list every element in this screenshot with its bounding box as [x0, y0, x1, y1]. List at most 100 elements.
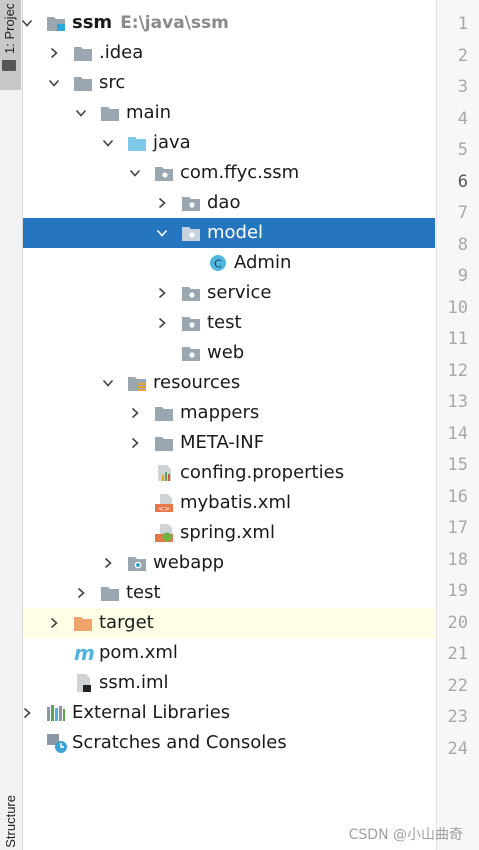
tree-row-label: java	[153, 132, 191, 153]
chevron-down-icon[interactable]	[74, 98, 88, 128]
chevron-down-icon[interactable]	[20, 8, 34, 38]
tree-row[interactable]: ssm.iml	[23, 668, 435, 698]
tree-row[interactable]: webapp	[23, 548, 435, 578]
line-number: 2	[457, 45, 468, 66]
tree-row[interactable]: META-INF	[23, 428, 435, 458]
folder-icon	[154, 404, 174, 422]
chevron-down-icon[interactable]	[47, 68, 61, 98]
line-number: 12	[447, 360, 468, 381]
tree-row-label: src	[99, 72, 126, 93]
tree-row[interactable]: test	[23, 308, 435, 338]
structure-tab-label: Structure	[3, 795, 18, 848]
chevron-right-icon[interactable]	[155, 278, 169, 308]
source-folder-icon	[127, 134, 147, 152]
svg-text:<>: <>	[158, 505, 170, 512]
folder-icon	[100, 104, 120, 122]
tree-row[interactable]: com.ffyc.ssm	[23, 158, 435, 188]
excluded-folder-icon	[73, 614, 93, 632]
tree-row-label: test	[207, 312, 242, 333]
line-number: 9	[457, 266, 468, 286]
tree-row-label: com.ffyc.ssm	[180, 162, 300, 183]
libraries-icon	[46, 704, 66, 722]
line-number: 4	[457, 108, 468, 129]
chevron-right-icon[interactable]	[47, 38, 61, 68]
project-tab-label: 1: Project	[2, 4, 17, 54]
tree-row-label: confing.properties	[180, 462, 345, 483]
tree-row-label: pom.xml	[99, 642, 178, 663]
chevron-down-icon[interactable]	[101, 128, 115, 158]
tree-row[interactable]: model	[23, 218, 435, 248]
package-icon	[181, 224, 201, 242]
tree-row[interactable]: mappers	[23, 398, 435, 428]
line-number: 13	[447, 392, 468, 412]
line-number: 11	[447, 329, 468, 349]
tree-row[interactable]: src	[23, 68, 435, 98]
chevron-right-icon[interactable]	[155, 188, 169, 218]
web-folder-icon	[127, 554, 147, 572]
tree-row[interactable]: dao	[23, 188, 435, 218]
line-number: 7	[457, 203, 468, 223]
line-number: 14	[447, 423, 468, 444]
tree-row[interactable]: service	[23, 278, 435, 308]
tree-row-label: META-INF	[180, 432, 265, 453]
tree-row[interactable]: confing.properties	[23, 458, 435, 488]
line-number: 19	[447, 581, 468, 601]
tree-row-label: mybatis.xml	[180, 492, 291, 513]
chevron-right-icon[interactable]	[128, 398, 142, 428]
tree-row-label: External Libraries	[72, 702, 231, 723]
structure-tool-tab[interactable]: Structure	[0, 795, 21, 850]
chevron-down-icon[interactable]	[101, 368, 115, 398]
project-folder-icon	[2, 60, 16, 71]
line-number: 5	[457, 140, 468, 160]
tree-row-label: spring.xml	[180, 522, 275, 543]
line-number: 22	[447, 675, 468, 696]
chevron-down-icon[interactable]	[128, 158, 142, 188]
chevron-right-icon[interactable]	[155, 308, 169, 338]
watermark: CSDN @小山曲奇	[348, 827, 463, 843]
chevron-right-icon[interactable]	[128, 428, 142, 458]
resources-folder-icon	[127, 374, 147, 392]
tree-row[interactable]: spring.xml	[23, 518, 435, 548]
tree-row[interactable]: External Libraries	[23, 698, 435, 728]
tree-row-label: dao	[207, 192, 241, 213]
svg-text:C: C	[214, 258, 222, 271]
scratches-icon	[46, 733, 67, 753]
chevron-right-icon[interactable]	[74, 578, 88, 608]
tree-row[interactable]: Scratches and Consoles	[23, 728, 435, 758]
tree-row-label: ssm.iml	[99, 672, 169, 693]
chevron-right-icon[interactable]	[47, 608, 61, 638]
tree-row[interactable]: test	[23, 578, 435, 608]
tree-row[interactable]: java	[23, 128, 435, 158]
module-path: E:\java\ssm	[120, 13, 229, 33]
chevron-right-icon[interactable]	[20, 698, 34, 728]
xml-file-icon: <>	[154, 494, 174, 513]
chevron-right-icon[interactable]	[101, 548, 115, 578]
chevron-down-icon[interactable]	[155, 218, 169, 248]
project-tool-tab[interactable]: 1: Project	[0, 0, 21, 90]
maven-file-icon: m	[73, 641, 95, 665]
tree-row-label: Scratches and Consoles	[72, 732, 287, 753]
tree-row-label: Admin	[234, 252, 292, 273]
tree-row[interactable]: .idea	[23, 38, 435, 68]
iml-file-icon	[73, 674, 93, 692]
folder-icon	[73, 44, 93, 62]
tree-row[interactable]: resources	[23, 368, 435, 398]
tree-row[interactable]: main	[23, 98, 435, 128]
tree-row[interactable]: web	[23, 338, 435, 368]
tree-row-label: service	[207, 282, 272, 303]
tree-row[interactable]: <> mybatis.xml	[23, 488, 435, 518]
folder-icon	[154, 434, 174, 452]
spring-xml-file-icon	[154, 524, 174, 542]
svg-text:m: m	[74, 644, 95, 662]
tree-row[interactable]: C Admin	[23, 248, 435, 278]
tree-row-label: target	[99, 612, 154, 633]
tree-row[interactable]: target	[23, 608, 435, 638]
tree-row-label: test	[126, 582, 161, 603]
package-icon	[154, 164, 174, 182]
line-number: 17	[447, 518, 468, 538]
